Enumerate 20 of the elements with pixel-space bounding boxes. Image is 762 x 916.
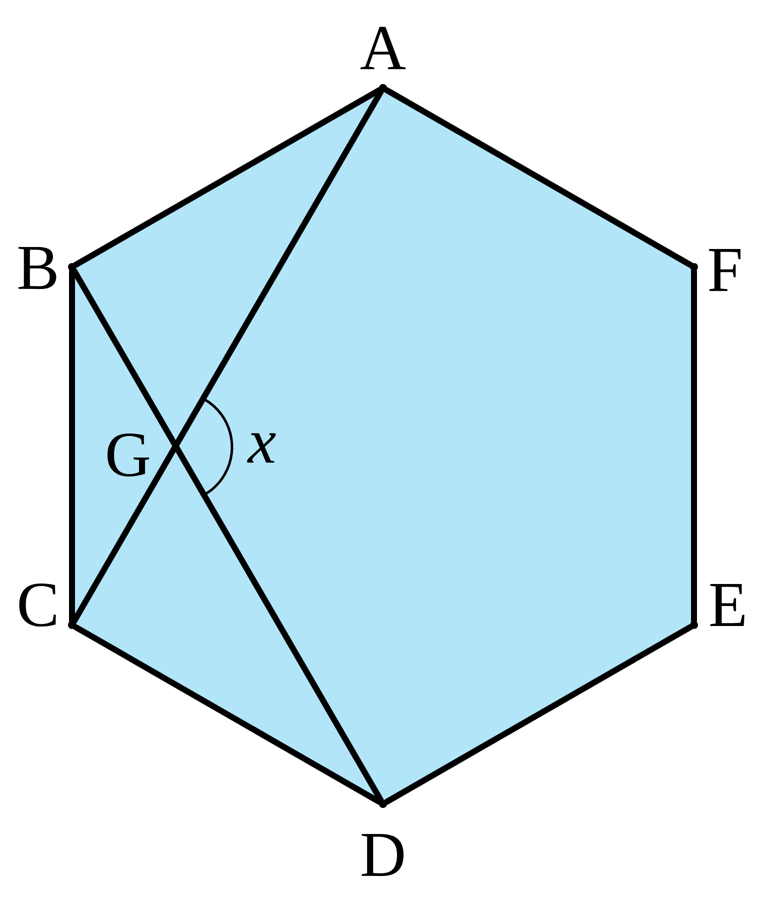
vertex-label: E [710,584,744,626]
line-segment [691,268,697,624]
vertex-point [379,84,387,92]
vertex-point [68,621,76,629]
line-segment [69,268,75,624]
vertex-point [690,621,698,629]
line-segment [384,624,694,805]
line-segment [384,87,694,268]
angle-label: x [247,433,276,463]
vertex-label: D [362,834,404,876]
vertex-point [690,263,698,271]
vertex-point [379,800,387,808]
vertex-label: B [18,246,56,290]
line-segment [72,87,382,268]
point-label: G [108,434,150,476]
line-segment [72,624,382,805]
vertex-label: A [360,26,406,70]
vertex-label: F [709,249,740,291]
vertex-label: C [19,584,56,626]
vertex-point [68,263,76,271]
